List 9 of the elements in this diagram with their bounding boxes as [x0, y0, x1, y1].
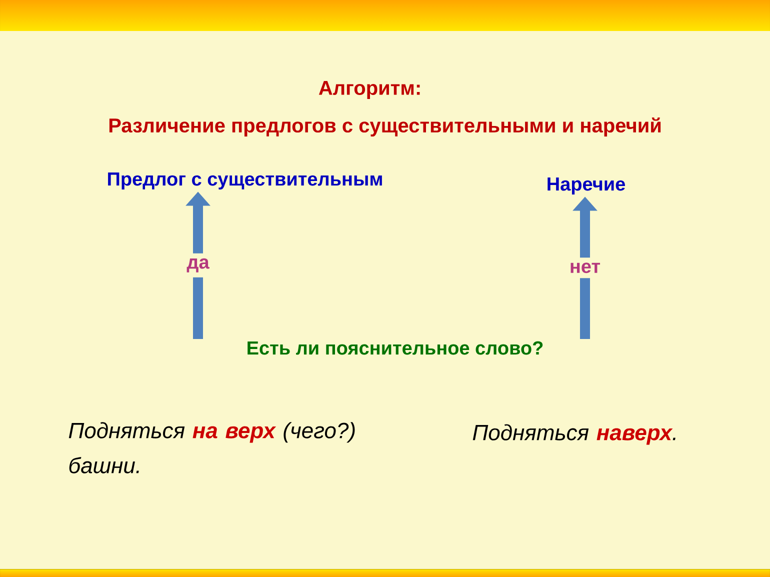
example-sentence: Подняться на верх (чего?) башни.	[68, 422, 355, 474]
subtitle: Различение предлогов с существительными и наречий	[109, 117, 661, 136]
node-text: Есть ли пояснительное слово?	[248, 341, 543, 355]
title: Алгоритм:	[318, 81, 420, 99]
example-sentence: Подняться наверх.	[472, 424, 676, 445]
edge-label: нет	[564, 258, 606, 278]
edge-label: да	[182, 253, 214, 278]
node-text: Наречие	[548, 177, 625, 194]
node-text: Предлог с существительным	[108, 172, 382, 190]
